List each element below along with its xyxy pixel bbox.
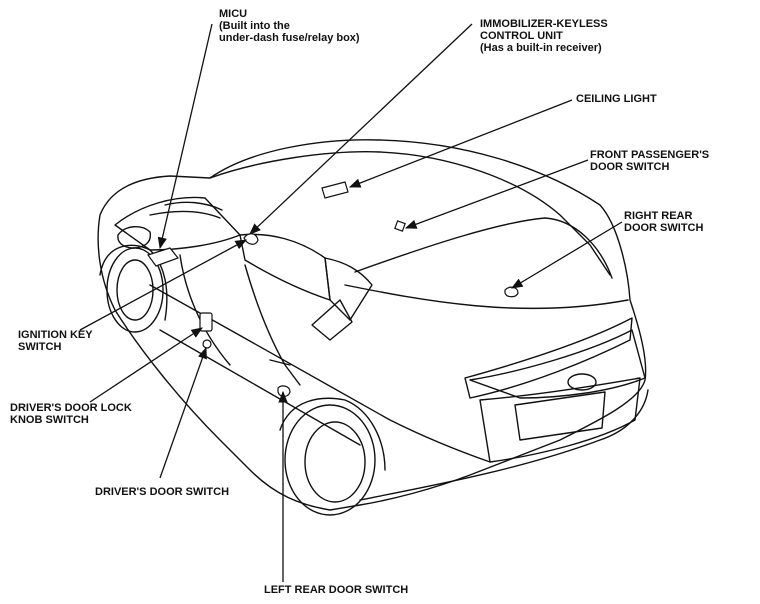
label-ignition-key-switch: IGNITION KEY SWITCH xyxy=(18,329,93,353)
windshield xyxy=(114,196,241,251)
leader-front-passenger-door-switch xyxy=(404,159,589,229)
micu-unit xyxy=(147,247,179,267)
front-door-seam xyxy=(179,254,231,366)
side-line xyxy=(149,284,491,463)
leader-door-lock-knob-switch xyxy=(89,327,203,403)
tail-light xyxy=(469,329,646,399)
front-wheel xyxy=(106,247,164,333)
license-plate-recess xyxy=(514,391,606,441)
label-micu: MICU (Built into the under-dash fuse/rel… xyxy=(219,8,360,44)
leader-right-rear-door-switch xyxy=(510,221,623,289)
door-lock-knob-switch xyxy=(199,312,213,332)
label-right-rear-door-switch: RIGHT REAR DOOR SWITCH xyxy=(624,210,704,234)
rear-door-seam xyxy=(244,264,301,386)
label-ceiling-light: CEILING LIGHT xyxy=(576,93,657,105)
leader-ceiling-light xyxy=(348,99,573,188)
side-mirror xyxy=(117,226,152,249)
leader-micu xyxy=(157,23,213,250)
rear-bumper xyxy=(359,389,649,501)
roof-line xyxy=(209,151,611,276)
immobilizer-unit xyxy=(321,181,349,199)
leader-ignition-key-switch xyxy=(79,239,248,331)
hatch-line xyxy=(344,284,629,310)
rear-glass-top xyxy=(354,217,613,279)
quarter-window xyxy=(311,299,353,341)
spoiler xyxy=(464,317,633,399)
label-drivers-door-switch: DRIVER'S DOOR SWITCH xyxy=(95,486,230,498)
label-drivers-door-lock-knob-switch: DRIVER'S DOOR LOCK KNOB SWITCH xyxy=(10,402,132,426)
label-front-passenger-door-switch: FRONT PASSENGER'S DOOR SWITCH xyxy=(590,149,710,173)
door-sill xyxy=(159,329,361,446)
leader-drivers-door-switch xyxy=(159,346,207,479)
trunk-panel xyxy=(479,377,641,463)
car-body-outline xyxy=(97,139,647,511)
rear-door-window xyxy=(324,257,373,321)
emblem xyxy=(567,373,597,391)
rear-wheel xyxy=(284,404,376,516)
label-left-rear-door-switch: LEFT REAR DOOR SWITCH xyxy=(264,584,409,596)
label-immobilizer-keyless-control-unit: IMMOBILIZER-KEYLESS CONTROL UNIT (Has a … xyxy=(480,18,608,54)
leader-immobilizer xyxy=(249,23,473,235)
